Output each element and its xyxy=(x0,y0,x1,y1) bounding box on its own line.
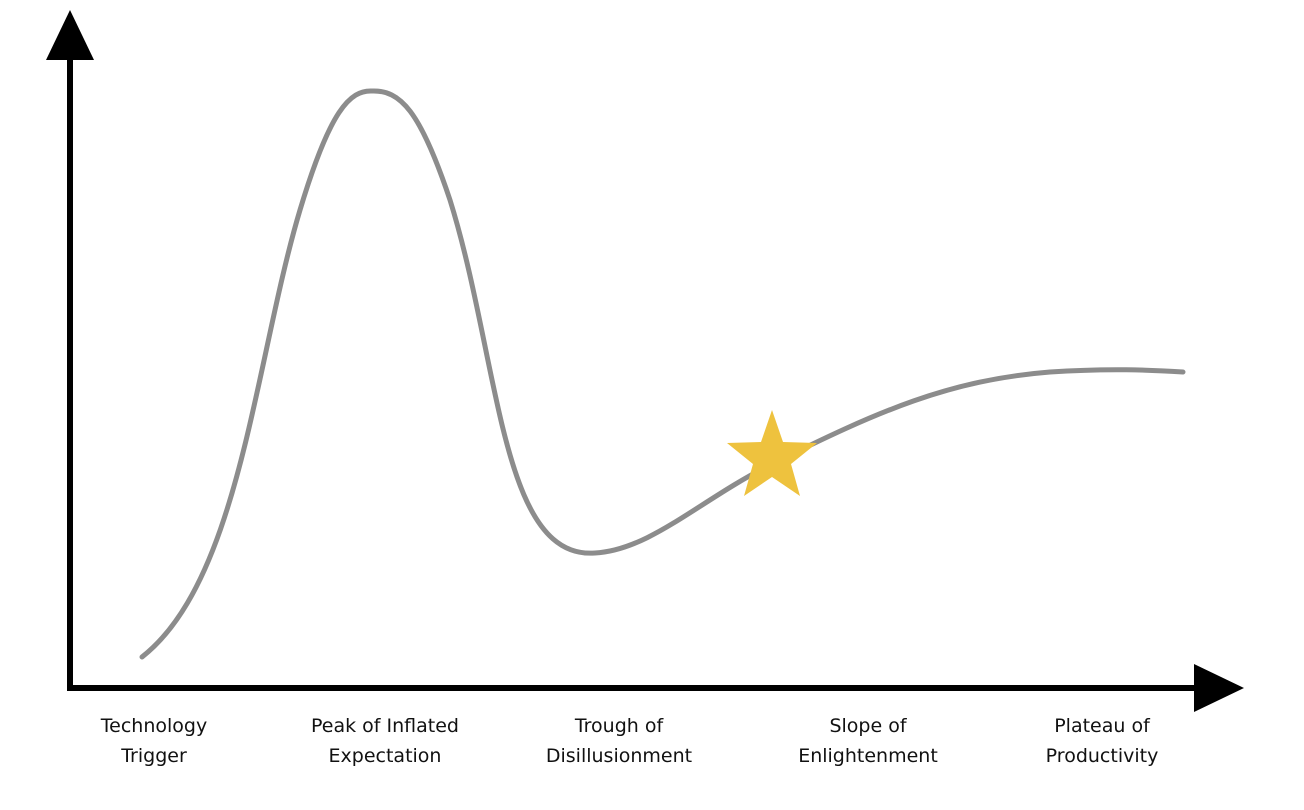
phase-label-technology-trigger-line2: Trigger xyxy=(120,745,187,767)
phase-label-slope-of-enlightenment: Slope of xyxy=(829,715,907,737)
phase-label-slope-of-enlightenment-line2: Enlightenment xyxy=(798,745,938,767)
phase-label-technology-trigger: Technology xyxy=(100,715,207,737)
axes xyxy=(46,10,1244,712)
phase-label-trough-of-disillusionment-line2: Disillusionment xyxy=(546,745,692,767)
y-axis-arrow-head xyxy=(46,10,94,60)
phase-label-peak-of-inflated-expectation-line2: Expectation xyxy=(329,745,442,767)
phase-labels: Technology Trigger Peak of Inflated Expe… xyxy=(100,715,1159,767)
x-axis-arrow-head xyxy=(1194,664,1244,712)
phase-label-plateau-of-productivity: Plateau of xyxy=(1054,715,1151,737)
phase-label-peak-of-inflated-expectation: Peak of Inflated xyxy=(311,715,459,737)
hype-curve xyxy=(139,88,1186,660)
phase-label-plateau-of-productivity-line2: Productivity xyxy=(1046,745,1159,767)
star-marker-icon xyxy=(727,410,817,496)
phase-label-trough-of-disillusionment: Trough of xyxy=(574,715,665,737)
